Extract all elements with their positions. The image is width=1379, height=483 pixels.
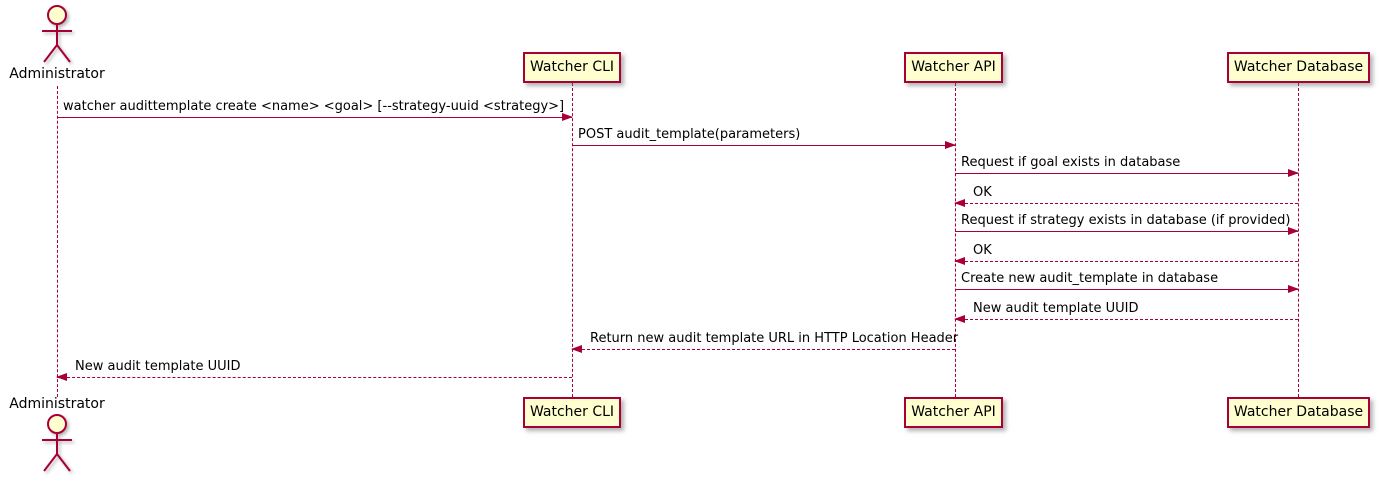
lifeline-watcher-cli (572, 83, 573, 397)
message-line (57, 117, 572, 118)
arrowhead-left-icon (56, 373, 67, 381)
message-line (572, 145, 955, 146)
message-return-location-header: Return new audit template URL in HTTP Lo… (571, 330, 959, 353)
lifeline-watcher-api (955, 83, 956, 397)
message-request-strategy-exists: Request if strategy exists in database (… (955, 212, 1299, 235)
message-label: OK (973, 185, 992, 200)
message-line (57, 377, 572, 378)
message-line (955, 231, 1298, 232)
message-line (955, 173, 1298, 174)
participant-watcher-api-top: Watcher API (904, 52, 1003, 83)
arrowhead-left-icon (954, 199, 965, 207)
arrowhead-left-icon (954, 257, 965, 265)
message-label: Return new audit template URL in HTTP Lo… (590, 331, 959, 346)
arrowhead-right-icon (1288, 227, 1299, 235)
message-goal-ok: OK (954, 184, 1298, 207)
message-label: Request if strategy exists in database (… (961, 213, 1291, 228)
arrowhead-right-icon (945, 141, 956, 149)
arrowhead-left-icon (954, 315, 965, 323)
actor-administrator-label-bottom: Administrator (9, 396, 105, 412)
arrowhead-left-icon (571, 345, 582, 353)
arrowhead-right-icon (1288, 285, 1299, 293)
message-create-in-database: Create new audit_template in database (955, 270, 1299, 293)
message-label: Create new audit_template in database (961, 271, 1219, 286)
participant-watcher-cli-top: Watcher CLI (523, 52, 621, 83)
participant-watcher-database-top: Watcher Database (1227, 52, 1370, 83)
actor-administrator-icon (42, 414, 72, 472)
arrowhead-right-icon (1288, 169, 1299, 177)
actor-administrator-icon (42, 5, 72, 63)
participant-watcher-cli-bottom: Watcher CLI (523, 397, 621, 428)
message-label: POST audit_template(parameters) (578, 127, 801, 142)
participant-watcher-api-bottom: Watcher API (904, 397, 1003, 428)
message-create-audittemplate: watcher audittemplate create <name> <goa… (57, 98, 573, 121)
message-label: New audit template UUID (75, 359, 241, 374)
message-line (955, 319, 1298, 320)
message-line (572, 349, 955, 350)
message-label: watcher audittemplate create <name> <goa… (63, 99, 565, 114)
lifeline-watcher-database (1298, 83, 1299, 397)
actor-administrator-label-top: Administrator (9, 66, 105, 82)
message-new-uuid-to-admin: New audit template UUID (56, 358, 572, 381)
arrowhead-right-icon (562, 113, 573, 121)
message-label: Request if goal exists in database (961, 155, 1181, 170)
message-strategy-ok: OK (954, 242, 1298, 265)
message-label: OK (973, 243, 992, 258)
participant-watcher-database-bottom: Watcher Database (1227, 397, 1370, 428)
lifeline-administrator (57, 86, 58, 397)
message-post-audit-template: POST audit_template(parameters) (572, 126, 956, 149)
message-line (955, 289, 1298, 290)
message-new-uuid-from-db: New audit template UUID (954, 300, 1298, 323)
message-line (955, 261, 1298, 262)
message-label: New audit template UUID (973, 301, 1139, 316)
message-request-goal-exists: Request if goal exists in database (955, 154, 1299, 177)
message-line (955, 203, 1298, 204)
